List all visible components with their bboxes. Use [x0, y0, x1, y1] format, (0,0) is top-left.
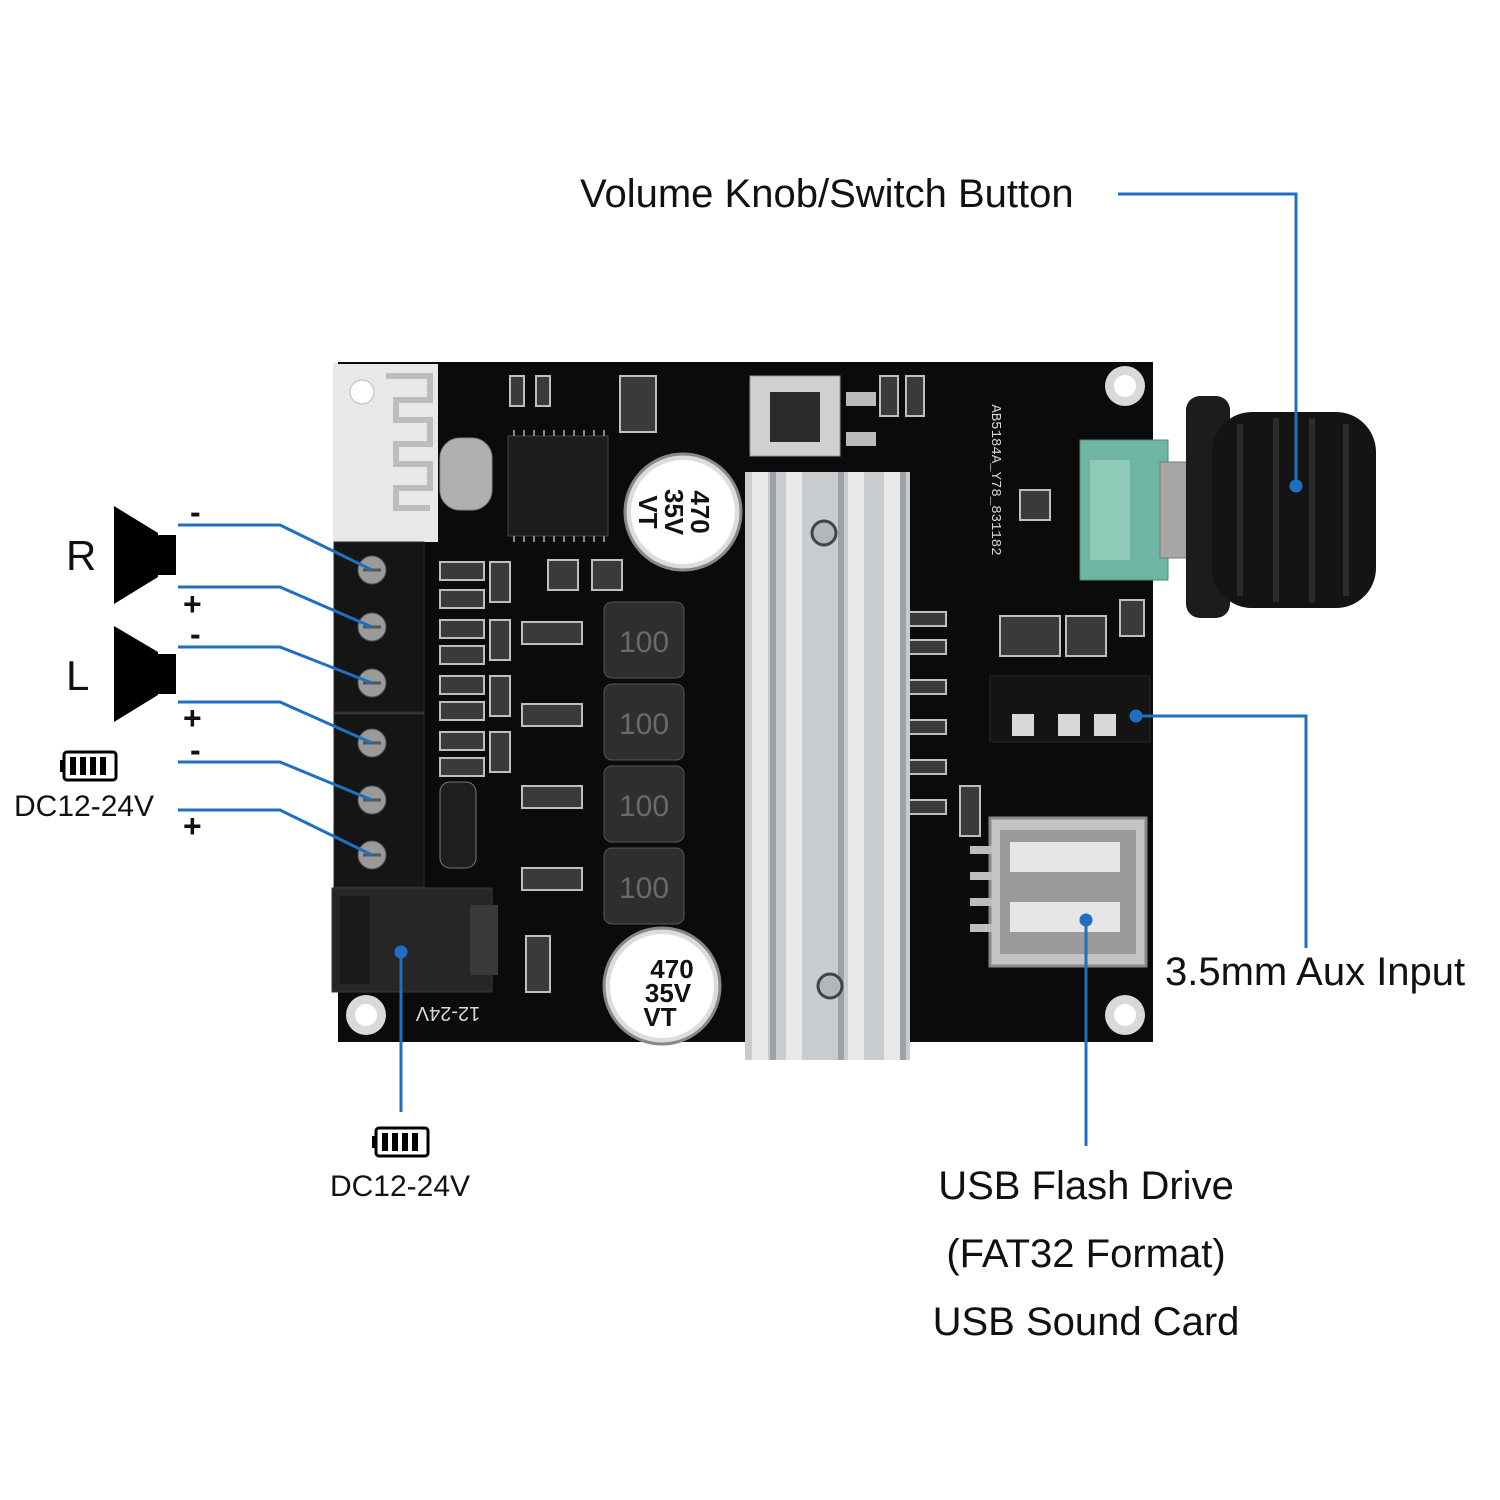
inductors [603, 601, 685, 925]
leader-aux [1136, 714, 1308, 948]
speaker-icon [114, 626, 176, 722]
label-power-left: DC12-24V [14, 790, 155, 823]
leader-l-minus [178, 645, 373, 685]
mounting-hole-bottom-left [346, 995, 386, 1035]
battery-icon [60, 750, 118, 782]
silkscreen-power: 12-24V [415, 1002, 480, 1024]
label-left-channel: L [66, 652, 90, 699]
aux-jack [989, 675, 1151, 743]
volume-knob [1186, 396, 1376, 618]
mounting-hole-bottom-right [1105, 995, 1145, 1035]
leader-lines [178, 192, 1308, 1146]
capacitor-top-marking: 470 35V VT [633, 489, 715, 536]
label-usb-format: (FAT32 Format) [946, 1232, 1226, 1276]
svg-text:100: 100 [619, 708, 669, 741]
svg-text:100: 100 [619, 626, 669, 659]
label-usb-sound-card: USB Sound Card [932, 1300, 1240, 1344]
dc-barrel-jack [331, 887, 498, 993]
l-minus-sign: - [190, 616, 201, 652]
label-volume-knob: Volume Knob/Switch Button [580, 172, 1074, 216]
battery-icon [372, 1126, 430, 1158]
leader-r-minus [178, 523, 373, 572]
capacitor-bottom [602, 926, 722, 1046]
smd-components [439, 375, 1145, 993]
svg-text:35V: 35V [645, 978, 692, 1008]
capacitor-top [623, 452, 743, 572]
svg-text:VT: VT [633, 495, 663, 528]
speaker-icon [114, 506, 176, 604]
leader-dc-minus [178, 760, 373, 802]
inductor-markings: 100 100 100 100 [619, 626, 669, 905]
label-power-bottom: DC12-24V [329, 1170, 471, 1203]
svg-text:VT: VT [643, 1002, 676, 1032]
r-plus-sign: + [183, 586, 202, 622]
leader-volume [1118, 192, 1298, 486]
label-aux-input: 3.5mm Aux Input [1165, 950, 1466, 994]
dc-plus-sign: + [183, 808, 202, 844]
main-chip [507, 430, 609, 542]
svg-text:470: 470 [650, 954, 693, 984]
svg-text:470: 470 [685, 490, 715, 533]
usb-port [970, 816, 1148, 968]
leader-r-plus [178, 585, 373, 629]
screw-terminal-block [333, 541, 425, 888]
svg-text:100: 100 [619, 790, 669, 823]
crystal-oscillator [439, 437, 493, 511]
l-plus-sign: + [183, 700, 202, 736]
label-usb-flash-drive: USB Flash Drive [938, 1164, 1234, 1208]
svg-text:35V: 35V [659, 489, 689, 536]
dc-minus-sign: - [190, 732, 201, 768]
voltage-regulator [749, 375, 876, 457]
r-minus-sign: - [190, 494, 201, 530]
label-right-channel: R [66, 532, 97, 579]
leader-l-plus [178, 700, 373, 745]
svg-text:100: 100 [619, 872, 669, 905]
leader-dc-plus [178, 808, 373, 857]
potentiometer [1079, 439, 1191, 581]
capacitor-bottom-marking: 470 35V VT [643, 954, 693, 1032]
transistor [439, 781, 477, 869]
heatsink [745, 472, 910, 1060]
silkscreen-model: AB5184A_Y78_831182 [987, 404, 1003, 555]
mounting-hole-top-right [1105, 366, 1145, 406]
